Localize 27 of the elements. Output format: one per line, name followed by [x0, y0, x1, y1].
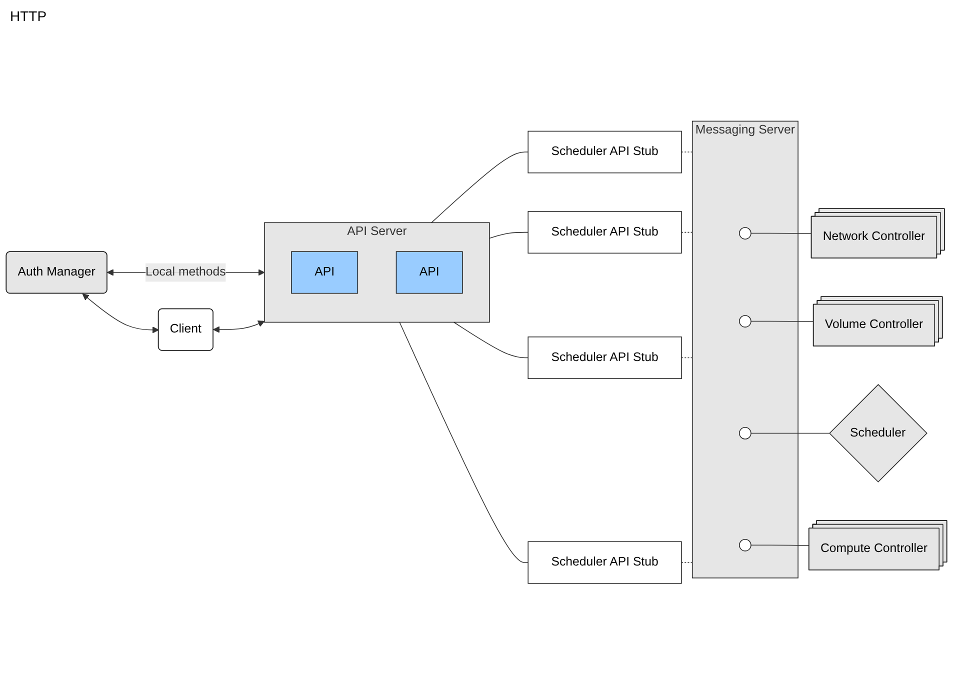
connector	[431, 152, 528, 224]
connector	[489, 232, 528, 239]
node-box: API	[396, 251, 463, 294]
node-box: Scheduler API Stub	[528, 211, 682, 254]
node-diamond: Scheduler	[829, 384, 928, 483]
node-ellipse	[739, 539, 752, 552]
arrow	[213, 320, 265, 334]
cluster: Messaging Server	[692, 121, 798, 579]
arrow	[82, 294, 159, 334]
node-ellipse	[739, 427, 752, 440]
node-box: Scheduler API Stub	[528, 336, 682, 380]
connector	[681, 152, 693, 153]
node-box: API	[291, 251, 358, 294]
node-ellipse	[739, 315, 752, 328]
connector	[750, 545, 810, 546]
connector	[750, 433, 830, 434]
node-ellipse	[739, 227, 752, 240]
node-box: Scheduler API Stub	[528, 542, 682, 584]
connector	[399, 322, 528, 564]
connector	[750, 321, 814, 322]
connector	[750, 233, 812, 234]
node-box: Scheduler API Stub	[528, 131, 682, 174]
connector	[681, 232, 693, 233]
connector	[454, 322, 528, 358]
edge-label: Local methods	[146, 266, 226, 279]
connector	[681, 562, 693, 564]
protocol-label: HTTP	[10, 8, 47, 24]
